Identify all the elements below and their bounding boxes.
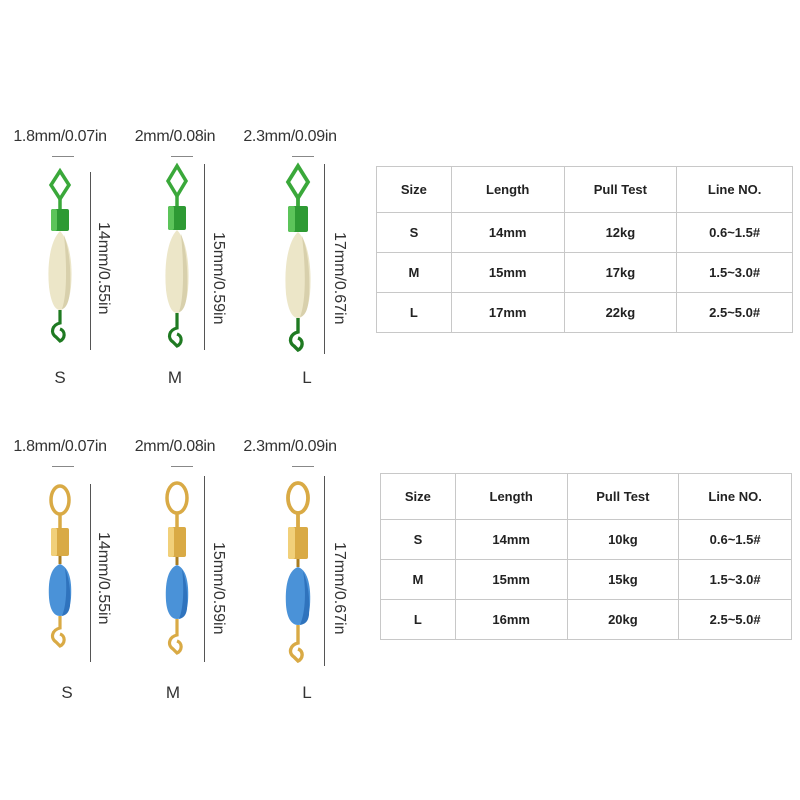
table-cell: 14mm (450, 212, 565, 253)
table-header-cell: Size (380, 473, 456, 520)
table-cell: S (376, 212, 452, 253)
size-letter: S (54, 368, 66, 387)
length-label: 14mm/0.55in (95, 532, 112, 625)
width-marker (52, 156, 74, 157)
length-label: 17mm/0.67in (331, 542, 348, 635)
table-row: S 14mm 10kg 0.6~1.5# (380, 519, 792, 560)
table-header-cell: Line NO. (676, 166, 793, 213)
table-cell: 22kg (563, 292, 678, 333)
table-cell: 2.5~5.0# (678, 599, 792, 640)
table-row: M 15mm 17kg 1.5~3.0# (376, 252, 793, 293)
gold-item-s: 1.8mm/0.07in 14mm/0.55in S (0, 310, 120, 710)
size-letter: M (167, 368, 183, 387)
wire-width-label: 1.8mm/0.07in (13, 438, 107, 455)
gold-swivel-panel: 1.8mm/0.07in 14mm/0.55in S 2mm/0.08in (0, 310, 800, 710)
width-marker (292, 466, 314, 467)
table-cell: 15mm (450, 252, 565, 293)
length-marker (324, 476, 325, 666)
table-row: M 15mm 15kg 1.5~3.0# (380, 559, 792, 600)
green-swivel-l-image (285, 162, 311, 352)
table-cell: 2.5~5.0# (676, 292, 793, 333)
table-header-cell: Pull Test (563, 166, 678, 213)
green-item-s: 1.8mm/0.07in 14mm/0.55in S (0, 0, 120, 400)
width-marker (171, 466, 193, 467)
gold-swivel-m-image (165, 481, 189, 655)
table-cell: 17kg (563, 252, 678, 293)
table-cell: 15mm (454, 559, 568, 600)
size-letter: L (302, 368, 312, 387)
table-cell: 20kg (566, 599, 680, 640)
green-swivel-panel: 1.8mm/0.07in 14mm/0.55in S 2mm/0.08in (0, 0, 793, 400)
table-cell: 0.6~1.5# (678, 519, 792, 560)
table-header-cell: Line NO. (678, 473, 792, 520)
table-header-cell: Length (454, 473, 568, 520)
table-cell: M (380, 559, 456, 600)
green-swivel-s-image (48, 167, 72, 343)
table-cell: 1.5~3.0# (678, 559, 792, 600)
size-letter: L (302, 683, 312, 702)
table-cell: 15kg (566, 559, 680, 600)
green-item-l: 2.3mm/0.09in 17mm/0.67in L (230, 0, 350, 400)
width-marker (171, 156, 193, 157)
length-marker (324, 164, 325, 354)
table-cell: 10kg (566, 519, 680, 560)
table-header-row: Size Length Pull Test Line NO. (380, 473, 792, 520)
table-cell: 0.6~1.5# (676, 212, 793, 253)
table-cell: L (376, 292, 452, 333)
wire-width-label: 2mm/0.08in (134, 128, 216, 145)
length-label: 14mm/0.55in (95, 222, 112, 315)
table-header-cell: Length (450, 166, 565, 213)
gold-item-l: 2.3mm/0.09in 17mm/0.67in L (230, 310, 350, 710)
table-cell: 14mm (454, 519, 568, 560)
width-marker (292, 156, 314, 157)
width-marker (52, 466, 74, 467)
table-cell: 16mm (454, 599, 568, 640)
length-marker (90, 484, 91, 662)
table-row: L 16mm 20kg 2.5~5.0# (380, 599, 792, 640)
table-cell: 17mm (450, 292, 565, 333)
gold-spec-table: Size Length Pull Test Line NO. S 14mm 10… (380, 473, 792, 640)
wire-width-label: 2.3mm/0.09in (243, 128, 337, 145)
gold-swivel-l-image (285, 481, 311, 663)
table-cell: L (380, 599, 456, 640)
table-header-cell: Pull Test (566, 473, 680, 520)
length-marker (90, 172, 91, 350)
table-cell: S (380, 519, 456, 560)
table-row: S 14mm 12kg 0.6~1.5# (376, 212, 793, 253)
size-letter: M (165, 683, 181, 702)
wire-width-label: 1.8mm/0.07in (13, 128, 107, 145)
wire-width-label: 2.3mm/0.09in (243, 438, 337, 455)
green-swivel-m-image (165, 162, 189, 348)
table-cell: M (376, 252, 452, 293)
length-label: 15mm/0.59in (210, 542, 227, 635)
length-marker (204, 164, 205, 350)
table-cell: 12kg (563, 212, 678, 253)
wire-width-label: 2mm/0.08in (134, 438, 216, 455)
table-row: L 17mm 22kg 2.5~5.0# (376, 292, 793, 333)
green-spec-table: Size Length Pull Test Line NO. S 14mm 12… (376, 166, 793, 333)
table-header-cell: Size (376, 166, 452, 213)
table-cell: 1.5~3.0# (676, 252, 793, 293)
size-letter: S (61, 683, 73, 702)
table-header-row: Size Length Pull Test Line NO. (376, 166, 793, 213)
green-item-m: 2mm/0.08in 15mm/0.59in M (115, 0, 235, 400)
gold-item-m: 2mm/0.08in 15mm/0.59in M (115, 310, 235, 710)
gold-swivel-s-image (48, 484, 72, 648)
length-marker (204, 476, 205, 662)
